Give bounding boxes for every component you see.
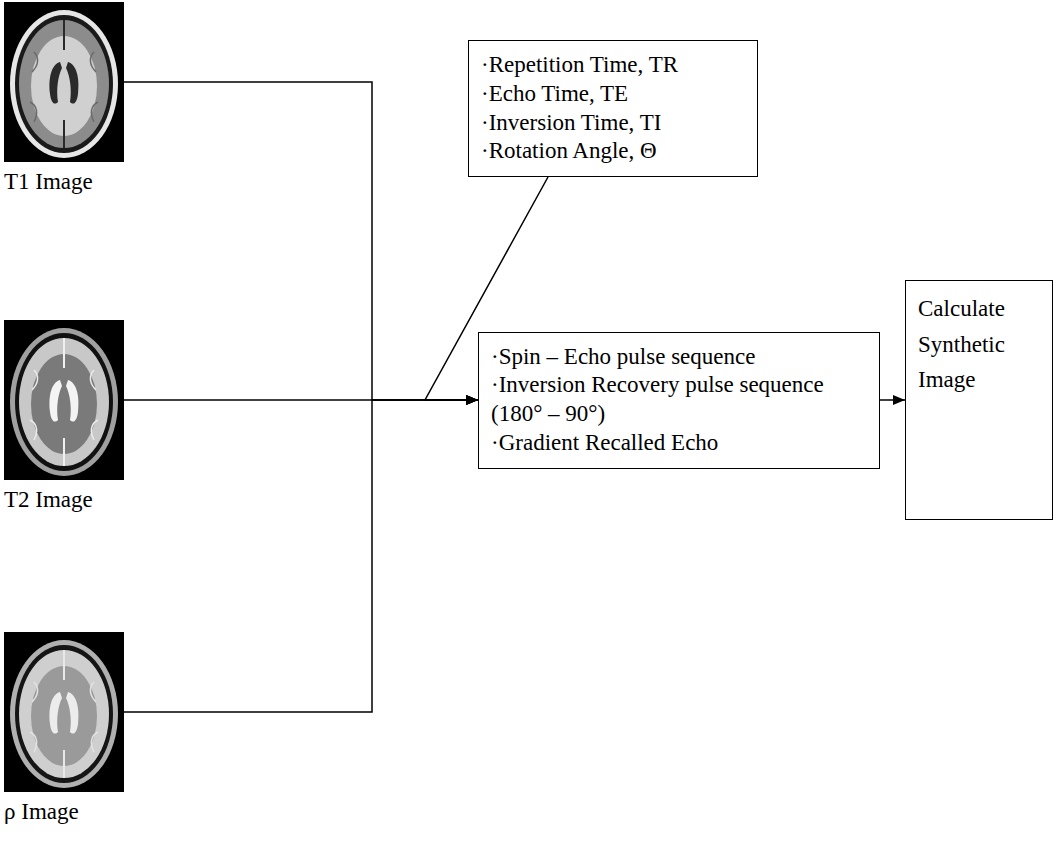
box-text: ·Inversion Recovery pulse sequence (180°… xyxy=(491,371,867,429)
box-text: ·Spin – Echo pulse sequence xyxy=(491,343,867,372)
image-caption: T2 Image xyxy=(4,486,124,515)
image-caption: T1 Image xyxy=(4,168,124,197)
box-text: ·Gradient Recalled Echo xyxy=(491,429,867,458)
calculate-box: Calculate Synthetic Image xyxy=(905,280,1053,520)
t2-brain-scan xyxy=(4,320,124,480)
box-text: Calculate Synthetic Image xyxy=(918,291,1040,398)
flow-arrow xyxy=(880,399,905,401)
flow-arrow xyxy=(124,400,478,712)
image-caption: ρ Image xyxy=(4,798,124,827)
rho-image-panel: ρ Image xyxy=(4,632,124,827)
parameter-box: ·Repetition Time, TR·Echo Time, TE·Inver… xyxy=(468,40,758,177)
box-text: ·Echo Time, TE xyxy=(481,80,745,109)
pulse-sequence-box: ·Spin – Echo pulse sequence·Inversion Re… xyxy=(478,332,880,469)
box-text: ·Repetition Time, TR xyxy=(481,51,745,80)
proton-density-brain-scan xyxy=(4,632,124,792)
t2-image-panel: T2 Image xyxy=(4,320,124,515)
box-text: ·Rotation Angle, Θ xyxy=(481,137,745,166)
t1-image-panel: T1 Image xyxy=(4,2,124,197)
flow-arrow xyxy=(124,82,478,400)
t1-brain-scan xyxy=(4,2,124,162)
box-text: ·Inversion Time, TI xyxy=(481,109,745,138)
